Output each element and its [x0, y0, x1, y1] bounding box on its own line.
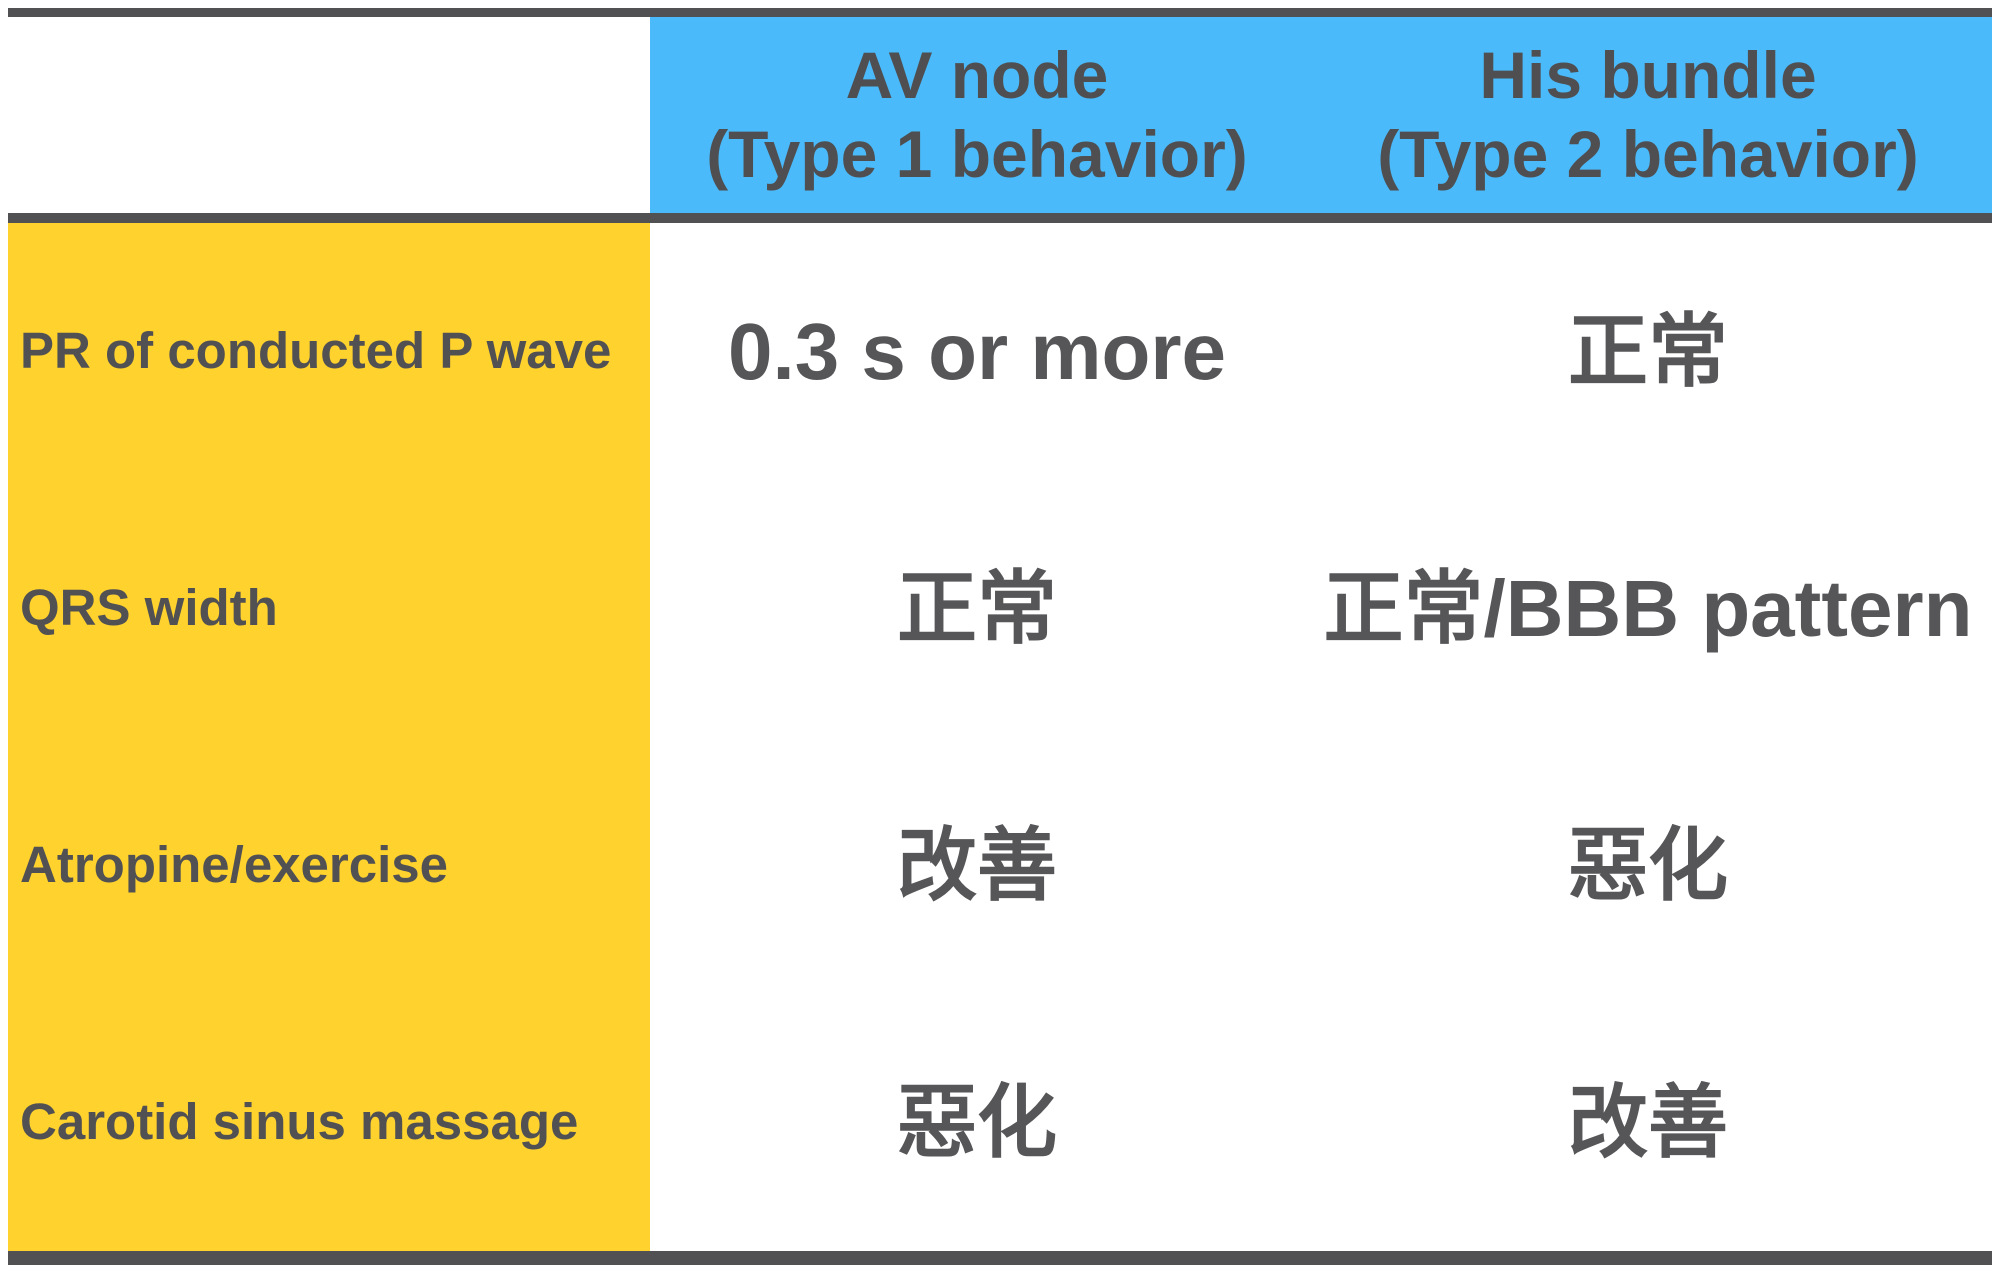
- cell-pr-av-node: 0.3 s or more: [650, 223, 1304, 480]
- his-bundle-subtitle: (Type 2 behavior): [1377, 117, 1919, 191]
- row-label-qrs-width: QRS width: [8, 480, 650, 737]
- comparison-table: AV node (Type 1 behavior) His bundle (Ty…: [8, 8, 1992, 1265]
- table-header-row: AV node (Type 1 behavior) His bundle (Ty…: [8, 17, 1992, 213]
- cell-value-text: 改善: [897, 820, 1057, 910]
- row-label-text: PR of conducted P wave: [20, 322, 612, 380]
- av-node-title: AV node: [845, 37, 1109, 112]
- corner-cell-empty: [8, 17, 650, 213]
- row-label-carotid-sinus-massage: Carotid sinus massage: [8, 994, 650, 1251]
- his-bundle-title: His bundle: [1479, 37, 1817, 112]
- cell-value-text: 惡化: [897, 1077, 1057, 1167]
- row-label-pr-of-conducted-p-wave: PR of conducted P wave: [8, 223, 650, 480]
- cell-value-text: 0.3 s or more: [727, 306, 1226, 396]
- header-divider-rule: [8, 213, 1992, 223]
- cell-value-text: 正常: [1568, 306, 1728, 396]
- bottom-border-rule: [8, 1251, 1992, 1265]
- row-label-text: Atropine/exercise: [20, 836, 449, 894]
- table-body: PR of conducted P wave 0.3 s or more 正常 …: [8, 223, 1992, 1251]
- cell-carotid-av-node: 惡化: [650, 994, 1304, 1251]
- row-label-text: QRS width: [20, 579, 278, 637]
- cell-value-text: 改善: [1568, 1077, 1728, 1167]
- cell-value-text: 正常/BBB pattern: [1323, 563, 1973, 653]
- cell-atropine-av-node: 改善: [650, 737, 1304, 994]
- cell-atropine-his-bundle: 惡化: [1304, 737, 1992, 994]
- cell-qrs-av-node: 正常: [650, 480, 1304, 737]
- cell-qrs-his-bundle: 正常/BBB pattern: [1304, 480, 1992, 737]
- cell-value-text: 惡化: [1568, 820, 1728, 910]
- row-label-text: Carotid sinus massage: [20, 1093, 579, 1151]
- column-header-his-bundle: His bundle (Type 2 behavior): [1304, 17, 1992, 213]
- column-header-av-node: AV node (Type 1 behavior): [650, 17, 1304, 213]
- av-node-subtitle: (Type 1 behavior): [706, 117, 1248, 191]
- cell-value-text: 正常: [897, 563, 1057, 653]
- cell-carotid-his-bundle: 改善: [1304, 994, 1992, 1251]
- cell-pr-his-bundle: 正常: [1304, 223, 1992, 480]
- row-label-atropine-exercise: Atropine/exercise: [8, 737, 650, 994]
- top-border-rule: [8, 8, 1992, 17]
